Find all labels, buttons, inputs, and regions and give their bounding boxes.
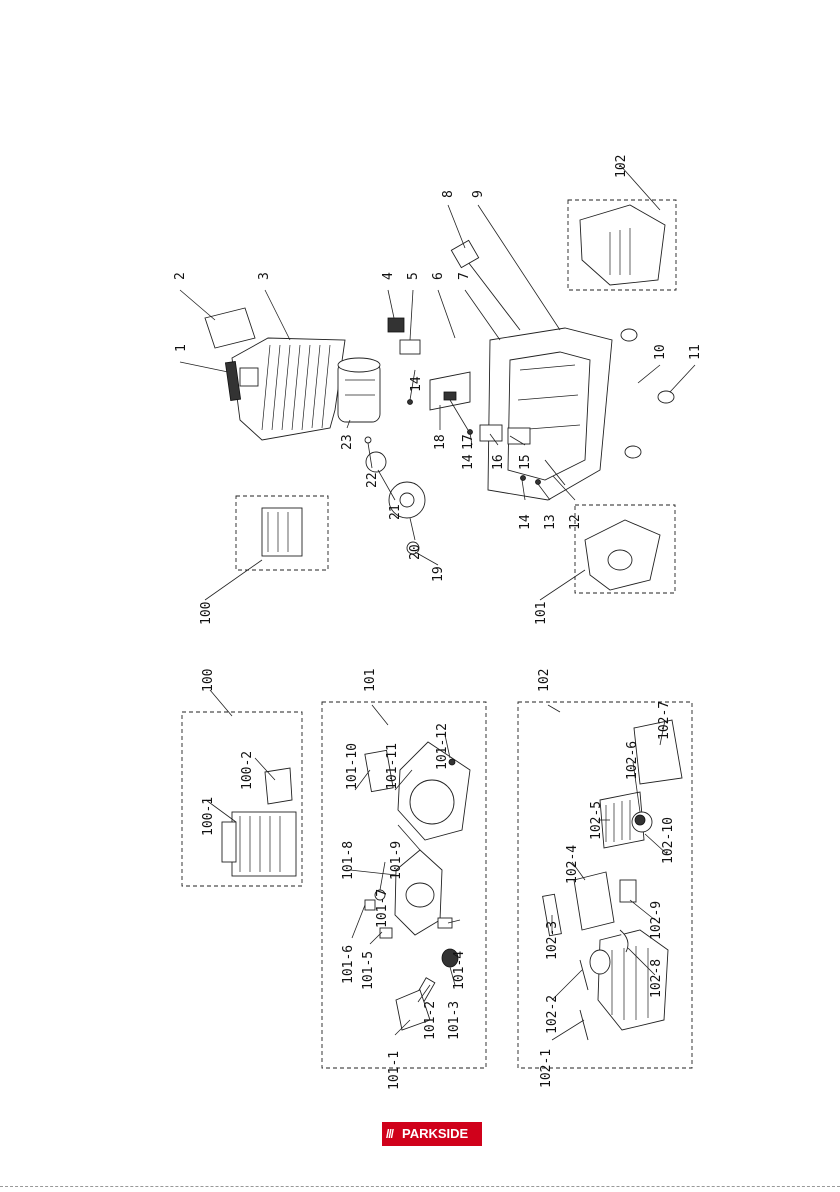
- switch: [388, 318, 404, 332]
- bracket-16: [480, 425, 502, 441]
- callout-8: 8: [441, 190, 456, 198]
- callout-101-6: 101-6: [341, 945, 356, 984]
- callout-102-2: 102-2: [545, 995, 560, 1034]
- callout-102-10: 102-10: [661, 817, 676, 864]
- holder-thumb: [580, 205, 665, 285]
- callout-16: 16: [491, 454, 506, 470]
- screw-102-2: [580, 960, 588, 990]
- cover-5: [400, 340, 420, 354]
- callout-18: 18: [433, 434, 448, 450]
- callout-7: 7: [457, 272, 472, 280]
- motor: [338, 358, 380, 422]
- callout-101-9: 101-9: [389, 841, 404, 880]
- callout-101-12: 101-12: [435, 723, 450, 770]
- callout-101-10: 101-10: [345, 743, 360, 790]
- callout-101-2: 101-2: [423, 1001, 438, 1040]
- part-101-6: [365, 900, 375, 910]
- part-101-4: [438, 918, 452, 928]
- shaft: [465, 258, 520, 330]
- callout-101-5: 101-5: [361, 951, 376, 990]
- callout-1: 1: [174, 344, 189, 352]
- guard-thumb: [585, 520, 660, 590]
- callout-102-1: 102-1: [539, 1049, 554, 1088]
- callout-101-4: 101-4: [452, 951, 467, 990]
- plate-102-4: [574, 872, 614, 930]
- callout-100-1: 100-1: [201, 797, 216, 836]
- callout-20: 20: [408, 544, 423, 560]
- callout-2: 2: [173, 272, 188, 280]
- gear-21: [366, 452, 386, 472]
- callout-3: 3: [257, 272, 272, 280]
- callout-101-1: 101-1: [387, 1051, 402, 1090]
- cover-frame: [398, 742, 470, 840]
- group-100-detail: 100 100-1 100-2: [182, 669, 302, 886]
- group-100-title: 100: [201, 669, 216, 692]
- callout-102-9: 102-9: [649, 901, 664, 940]
- group-102-title: 102: [537, 669, 552, 692]
- group-101-title: 101: [363, 669, 378, 692]
- group-102-detail: 102 102-7 102-6 102-5 102-10 102-4 102-9…: [518, 669, 692, 1088]
- battery-pack: [222, 812, 296, 876]
- callout-23: 23: [340, 434, 355, 450]
- callout-21: 21: [388, 504, 403, 520]
- callout-101-3: 101-3: [447, 1001, 462, 1040]
- callout-9: 9: [471, 190, 486, 198]
- battery-pack-thumb: [262, 508, 302, 556]
- motor-housing: [232, 338, 345, 440]
- callout-102-3: 102-3: [545, 921, 560, 960]
- page-bottom-rule: [0, 1186, 840, 1187]
- clip-102-9: [620, 880, 636, 902]
- callout-12: 12: [568, 514, 583, 530]
- callout-6: 6: [431, 272, 446, 280]
- callout-14c: 14: [409, 376, 424, 392]
- main-exploded-view: 1 2 3 4 5 6 7 8 9 10 11 12 13 14 14 14 1…: [173, 155, 703, 625]
- parkside-logo: /// PARKSIDE: [382, 1122, 482, 1146]
- base-plate: [488, 328, 612, 500]
- callout-102-5: 102-5: [589, 801, 604, 840]
- callout-22: 22: [365, 472, 380, 488]
- part-101-5: [380, 928, 392, 938]
- callout-100-2: 100-2: [240, 751, 255, 790]
- callout-11: 11: [688, 344, 703, 360]
- callout-14a: 14: [518, 514, 533, 530]
- screw-102-1: [580, 1010, 588, 1040]
- group-101-detail: 101 101-10 101-11 101-12 101-8 101-9 101…: [322, 669, 486, 1090]
- foot: [625, 446, 641, 458]
- callout-102-8: 102-8: [649, 959, 664, 998]
- callout-15: 15: [518, 454, 533, 470]
- callout-102: 102: [614, 155, 629, 178]
- callout-14b: 14: [461, 454, 476, 470]
- spring-17: [444, 392, 456, 400]
- callout-13: 13: [543, 514, 558, 530]
- callout-4: 4: [381, 272, 396, 280]
- callout-101-7: 101-7: [375, 889, 390, 928]
- callout-101-11: 101-11: [385, 743, 400, 790]
- callout-102-4: 102-4: [565, 845, 580, 884]
- callout-100: 100: [199, 602, 214, 625]
- callout-101-8: 101-8: [341, 841, 356, 880]
- callout-101: 101: [534, 602, 549, 625]
- callout-102-6: 102-6: [625, 741, 640, 780]
- callout-17: 17: [461, 434, 476, 450]
- logo-stripes: ///: [386, 1127, 393, 1141]
- sticker: [205, 308, 255, 348]
- logo-text: PARKSIDE: [402, 1126, 468, 1141]
- washer-22: [365, 437, 371, 443]
- foot: [621, 329, 637, 341]
- callout-19: 19: [431, 566, 446, 582]
- bracket-18: [430, 372, 470, 410]
- foot: [658, 391, 674, 403]
- callout-10: 10: [653, 344, 668, 360]
- callout-102-7: 102-7: [657, 701, 672, 740]
- knob-102-6: [632, 812, 652, 832]
- callout-5: 5: [406, 272, 421, 280]
